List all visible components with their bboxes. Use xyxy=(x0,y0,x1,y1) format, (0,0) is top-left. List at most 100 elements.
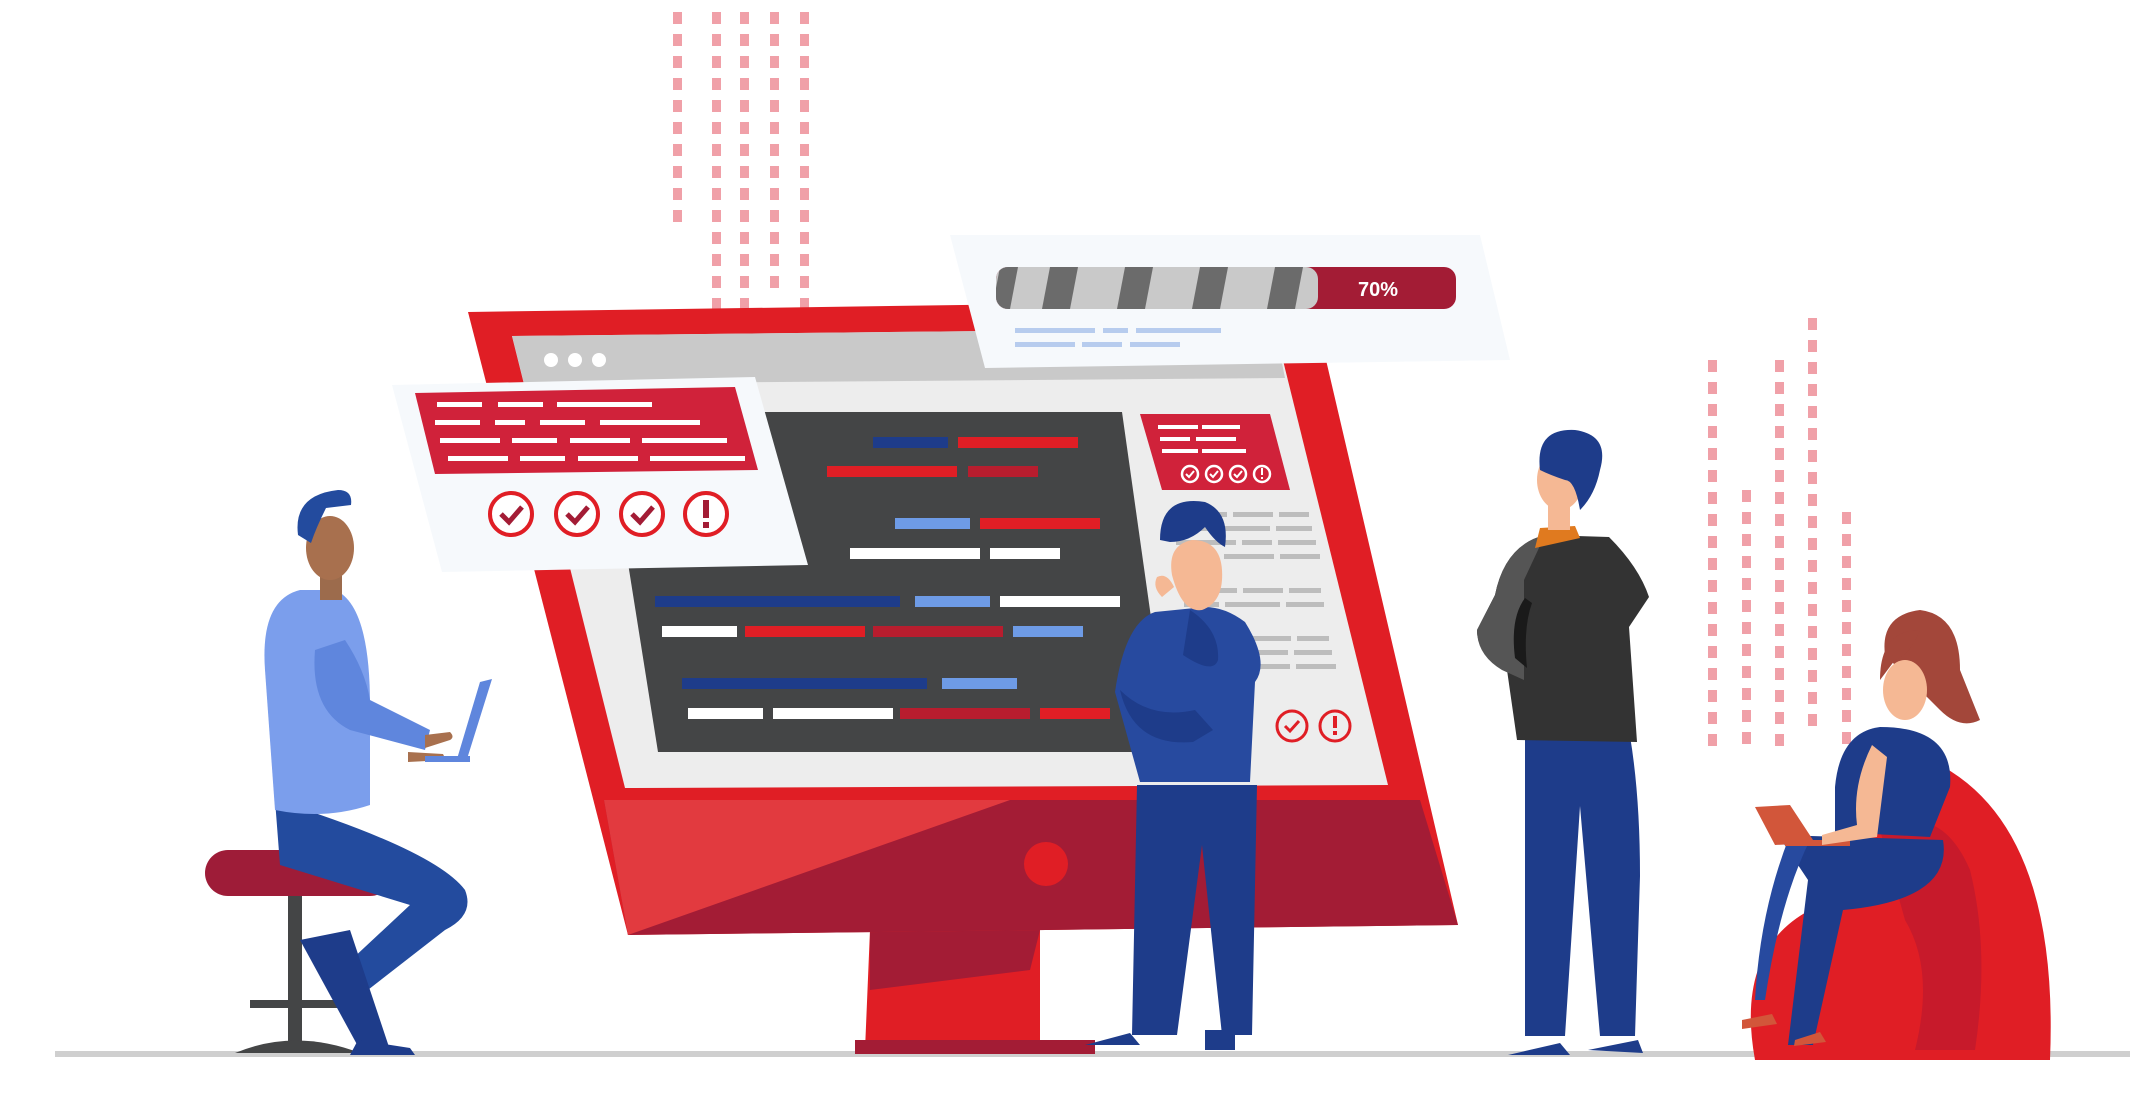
dash-segment xyxy=(1842,732,1851,744)
dash-segment xyxy=(770,12,779,24)
progress-card: 70% xyxy=(950,235,1510,368)
dash-segment xyxy=(740,166,749,178)
dash-segment xyxy=(1742,688,1751,700)
dash-segment xyxy=(800,34,809,46)
dash-segment xyxy=(1775,404,1784,416)
dash-segment xyxy=(1708,382,1717,394)
side-panel-icons xyxy=(1180,464,1272,484)
laptop xyxy=(1755,805,1815,845)
dash-segment xyxy=(1775,646,1784,658)
dash-segment xyxy=(1808,472,1817,484)
check-circle-icon xyxy=(1275,709,1309,743)
dash-segment xyxy=(740,100,749,112)
dash-segment xyxy=(1742,732,1751,744)
dash-segment xyxy=(1842,556,1851,568)
dash-segment xyxy=(1842,600,1851,612)
dash-segment xyxy=(1808,516,1817,528)
exclamation-circle-icon xyxy=(1252,464,1272,484)
check-circle-icon xyxy=(1228,464,1248,484)
dash-segment xyxy=(1742,512,1751,524)
dash-segment xyxy=(1842,578,1851,590)
dash-segment xyxy=(770,122,779,134)
window-dot xyxy=(592,353,606,367)
dash-segment xyxy=(800,298,809,310)
dash-segment xyxy=(800,56,809,68)
dash-segment xyxy=(673,210,682,222)
dash-segment xyxy=(1742,556,1751,568)
dash-segment xyxy=(740,34,749,46)
person-on-beanbag xyxy=(1742,610,2051,1060)
dash-segment xyxy=(1808,362,1817,374)
dash-segment xyxy=(740,122,749,134)
person-standing xyxy=(1477,429,1649,1055)
dash-segment xyxy=(1708,712,1717,724)
dash-segment xyxy=(1708,492,1717,504)
monitor-chin-highlight xyxy=(604,800,1010,935)
dash-segment xyxy=(740,276,749,288)
dash-segment xyxy=(1708,536,1717,548)
dash-segment xyxy=(1708,448,1717,460)
dash-segment xyxy=(1708,558,1717,570)
dash-segment xyxy=(1708,646,1717,658)
dash-segment xyxy=(1842,512,1851,524)
dash-segment xyxy=(770,254,779,266)
dash-segment xyxy=(1708,470,1717,482)
dash-segment xyxy=(712,78,721,90)
side-panel-bottom-icons xyxy=(1275,709,1352,743)
dash-segment xyxy=(1775,712,1784,724)
progress-fill xyxy=(996,267,1318,309)
dash-segment xyxy=(1808,626,1817,638)
dash-segment xyxy=(1775,558,1784,570)
dash-segment xyxy=(770,100,779,112)
dash-segment xyxy=(1742,490,1751,502)
dash-segment xyxy=(673,12,682,24)
dash-segment xyxy=(1742,644,1751,656)
checklist-header xyxy=(415,387,758,474)
dash-segment xyxy=(1708,734,1717,746)
dash-segment xyxy=(1842,710,1851,722)
dash-segment xyxy=(1808,494,1817,506)
dash-segment xyxy=(800,166,809,178)
dash-segment xyxy=(1775,602,1784,614)
dash-segment xyxy=(712,188,721,200)
monitor-stand-base xyxy=(855,1040,1095,1054)
window-dot xyxy=(568,353,582,367)
dash-segment xyxy=(770,34,779,46)
dash-segment xyxy=(770,188,779,200)
dash-segment xyxy=(1742,600,1751,612)
dash-segment xyxy=(712,166,721,178)
dash-segment xyxy=(673,144,682,156)
dash-segment xyxy=(800,100,809,112)
dash-segment xyxy=(712,122,721,134)
dash-segment xyxy=(1808,428,1817,440)
dash-segment xyxy=(1742,710,1751,722)
dash-segment xyxy=(1775,426,1784,438)
dash-segment xyxy=(800,210,809,222)
dash-segment xyxy=(740,56,749,68)
person-on-stool xyxy=(205,490,492,1055)
dash-segment xyxy=(770,144,779,156)
dash-segment xyxy=(800,12,809,24)
dash-segment xyxy=(1775,382,1784,394)
dash-segment xyxy=(1708,624,1717,636)
check-circle-icon xyxy=(619,491,665,537)
dash-segment xyxy=(770,166,779,178)
dash-segment xyxy=(1708,514,1717,526)
dash-segment xyxy=(712,254,721,266)
dash-segment xyxy=(770,78,779,90)
checklist-icons xyxy=(488,491,729,537)
dash-segment xyxy=(740,298,749,310)
dash-segment xyxy=(740,254,749,266)
dash-segment xyxy=(1775,360,1784,372)
dash-segment xyxy=(712,56,721,68)
dash-segment xyxy=(1842,534,1851,546)
window-dot xyxy=(544,353,558,367)
dash-segment xyxy=(770,276,779,288)
dash-segment xyxy=(1775,536,1784,548)
dash-segment xyxy=(800,122,809,134)
dash-segment xyxy=(1708,690,1717,702)
dash-segment xyxy=(1775,514,1784,526)
dash-segment xyxy=(712,276,721,288)
dash-segment xyxy=(1808,692,1817,704)
